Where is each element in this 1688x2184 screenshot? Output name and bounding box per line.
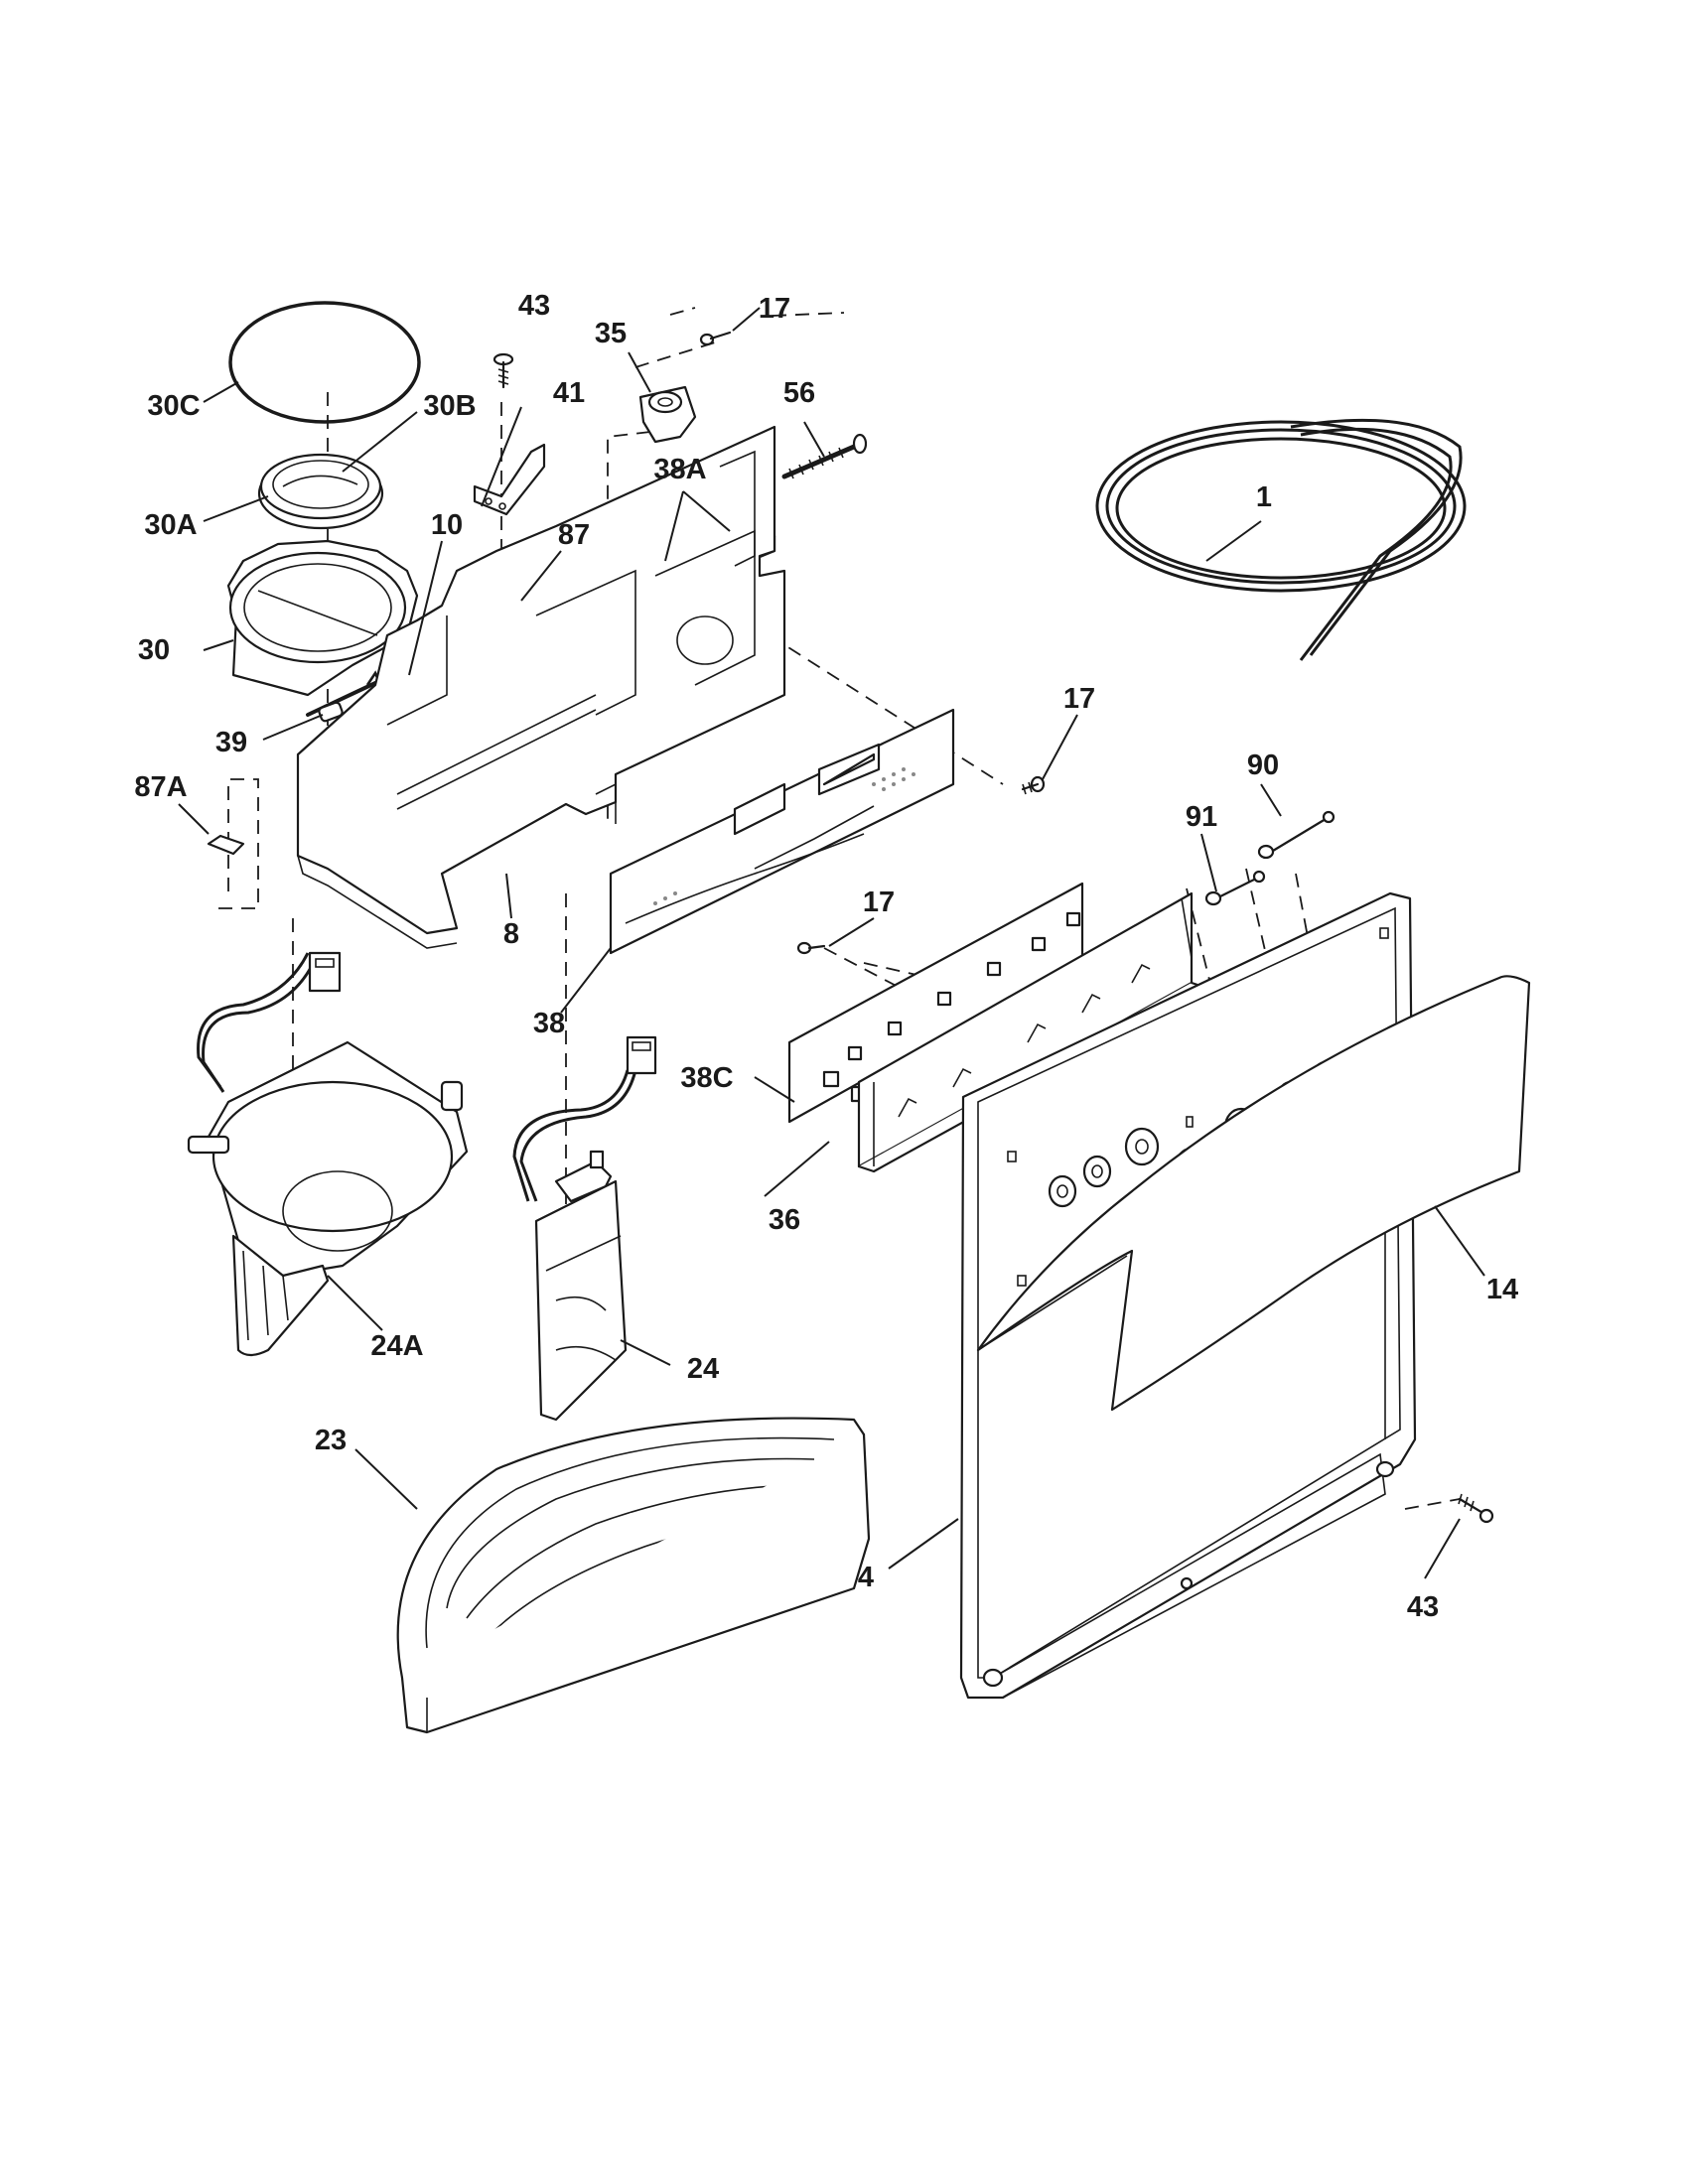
callout-1: 1 <box>1256 481 1272 513</box>
part-23-tray <box>396 1417 871 1734</box>
callout-labels: 43 17 35 30C 30B 41 56 38A 30A 10 87 1 3… <box>134 290 1518 1623</box>
part-8-housing <box>296 425 786 949</box>
callout-4: 4 <box>858 1562 874 1593</box>
part-35-actuator <box>638 385 697 444</box>
part-17-screw-top <box>699 331 732 346</box>
pcb-dots <box>653 767 915 905</box>
callout-30: 30 <box>138 634 170 666</box>
callout-14: 14 <box>1486 1274 1518 1305</box>
part-43-screw-bottom <box>1458 1493 1494 1524</box>
callout-43-bottom: 43 <box>1407 1591 1439 1623</box>
part-17-screw-middle <box>796 941 826 955</box>
part-38-pcb <box>609 708 955 955</box>
callout-36: 36 <box>769 1204 800 1236</box>
leader-lines <box>178 307 1485 1579</box>
callout-10: 10 <box>431 509 463 541</box>
callout-41: 41 <box>553 377 585 409</box>
callout-30a: 30A <box>144 509 197 541</box>
part-43-screw-top <box>492 352 514 389</box>
part-41-bracket <box>473 443 546 516</box>
callout-17-middle: 17 <box>863 887 895 918</box>
part-56-screw <box>781 433 868 479</box>
callout-23: 23 <box>315 1425 347 1456</box>
callout-39: 39 <box>215 727 247 758</box>
callout-38: 38 <box>533 1008 565 1039</box>
part-87a-clip <box>207 834 245 856</box>
callout-17-right: 17 <box>1063 683 1095 715</box>
part-24-chute <box>512 1035 657 1422</box>
callout-56: 56 <box>783 377 815 409</box>
part-30c-ring <box>228 301 421 424</box>
part-17-screw-right <box>1021 775 1046 795</box>
part-14-overlay <box>976 975 1531 1412</box>
part-30-holder <box>226 539 419 697</box>
callout-38a: 38A <box>653 454 706 485</box>
part-24a-chute <box>187 951 469 1357</box>
callout-35: 35 <box>595 318 627 349</box>
part-30a-cap <box>257 453 384 530</box>
part-90-pin <box>1257 810 1336 860</box>
callout-17: 17 <box>759 293 790 325</box>
callout-43: 43 <box>518 290 550 322</box>
callout-8: 8 <box>503 918 519 950</box>
callout-24a: 24A <box>370 1330 423 1362</box>
callout-87a: 87A <box>134 771 187 803</box>
callout-38c: 38C <box>680 1062 733 1094</box>
callout-24: 24 <box>687 1353 719 1385</box>
callout-30b: 30B <box>423 390 476 422</box>
callout-87: 87 <box>558 519 590 551</box>
callout-30c: 30C <box>147 390 200 422</box>
part-91-pin <box>1204 870 1266 906</box>
part-1-tubing <box>1095 418 1467 661</box>
callout-91: 91 <box>1186 801 1217 833</box>
callout-90: 90 <box>1247 750 1279 781</box>
